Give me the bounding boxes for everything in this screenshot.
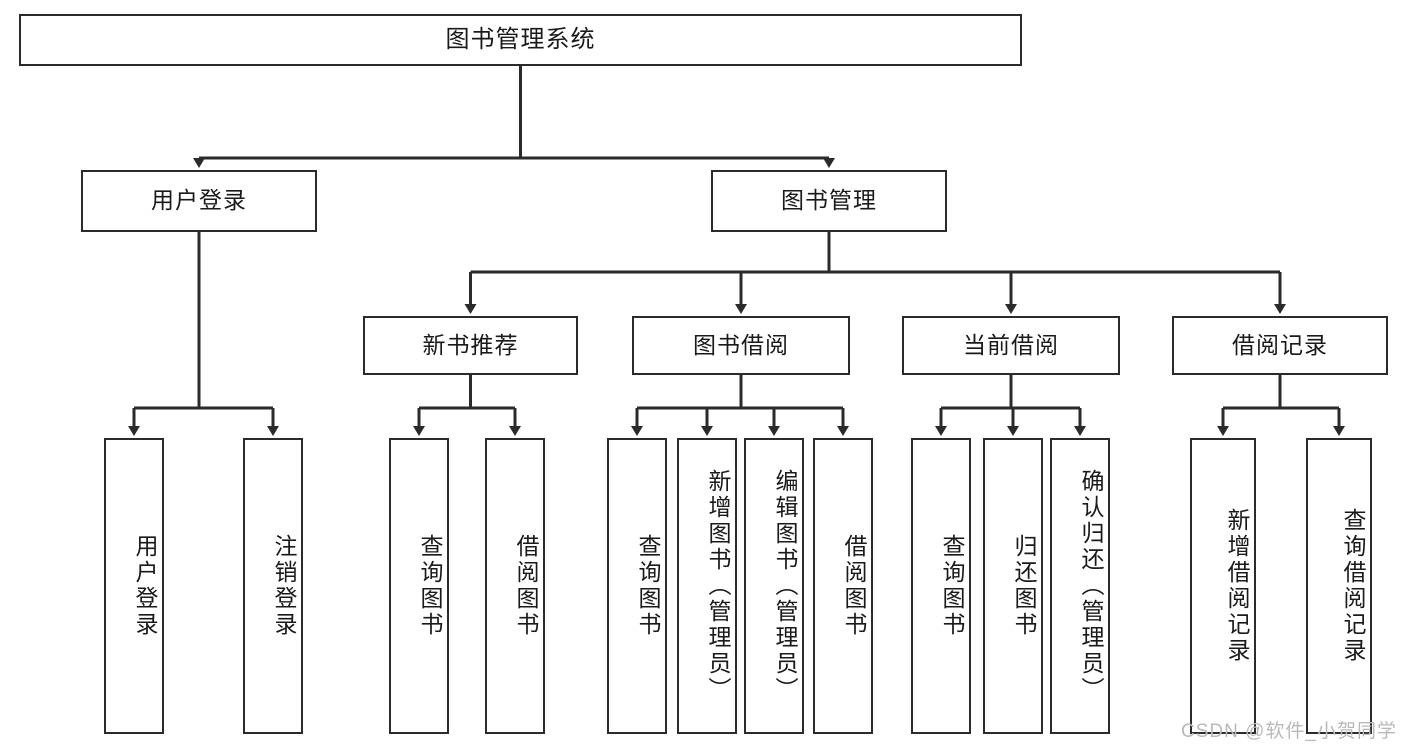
leaf-node-11-label: 确认归还（管理员） [1078, 469, 1104, 703]
leaf-node-8[interactable]: 借阅图书 [813, 438, 873, 734]
csdn-watermark: CSDN @软件_小贺同学 [1181, 721, 1397, 742]
leaf-node-12-label: 新增借阅记录 [1224, 508, 1250, 664]
leaf-node-7-label: 编辑图书（管理员） [772, 469, 798, 703]
leaf-node-7[interactable]: 编辑图书（管理员） [744, 438, 804, 734]
leaf-node-11[interactable]: 确认归还（管理员） [1050, 438, 1110, 734]
level3-node-4[interactable]: 借阅记录 [1172, 316, 1388, 375]
level3-node-1[interactable]: 新书推荐 [363, 316, 578, 375]
level2-node-1-label: 用户登录 [151, 187, 247, 214]
leaf-node-6-label: 新增图书（管理员） [705, 469, 731, 703]
leaf-node-9[interactable]: 查询图书 [911, 438, 971, 734]
level3-node-3[interactable]: 当前借阅 [902, 316, 1120, 375]
level2-node-2-label: 图书管理 [781, 187, 877, 214]
leaf-node-12[interactable]: 新增借阅记录 [1190, 438, 1256, 734]
leaf-node-5-label: 查询图书 [635, 534, 661, 638]
leaf-node-10[interactable]: 归还图书 [983, 438, 1043, 734]
leaf-node-13-label: 查询借阅记录 [1340, 508, 1366, 664]
leaf-node-3[interactable]: 查询图书 [389, 438, 449, 734]
leaf-node-2[interactable]: 注销登录 [243, 438, 303, 734]
level3-node-2-label: 图书借阅 [693, 331, 789, 358]
leaf-node-3-label: 查询图书 [417, 534, 443, 638]
leaf-node-1-label: 用户登录 [132, 534, 158, 638]
leaf-node-2-label: 注销登录 [271, 534, 297, 638]
leaf-node-4-label: 借阅图书 [513, 534, 539, 638]
level3-node-1-label: 新书推荐 [422, 331, 519, 358]
leaf-node-10-label: 归还图书 [1011, 534, 1037, 638]
root-node-book-management-system[interactable]: 图书管理系统 [19, 14, 1022, 66]
leaf-node-5[interactable]: 查询图书 [607, 438, 667, 734]
leaf-node-13[interactable]: 查询借阅记录 [1306, 438, 1372, 734]
leaf-node-4[interactable]: 借阅图书 [485, 438, 545, 734]
level2-node-2[interactable]: 图书管理 [711, 170, 947, 232]
level3-node-4-label: 借阅记录 [1232, 331, 1328, 358]
level2-node-1[interactable]: 用户登录 [81, 170, 317, 232]
level3-node-2[interactable]: 图书借阅 [632, 316, 850, 375]
leaf-node-9-label: 查询图书 [939, 534, 965, 638]
leaf-node-8-label: 借阅图书 [841, 534, 867, 638]
root-node-book-management-system-label: 图书管理系统 [445, 25, 596, 53]
leaf-node-6[interactable]: 新增图书（管理员） [677, 438, 737, 734]
leaf-node-1[interactable]: 用户登录 [104, 438, 164, 734]
level3-node-3-label: 当前借阅 [963, 331, 1059, 358]
